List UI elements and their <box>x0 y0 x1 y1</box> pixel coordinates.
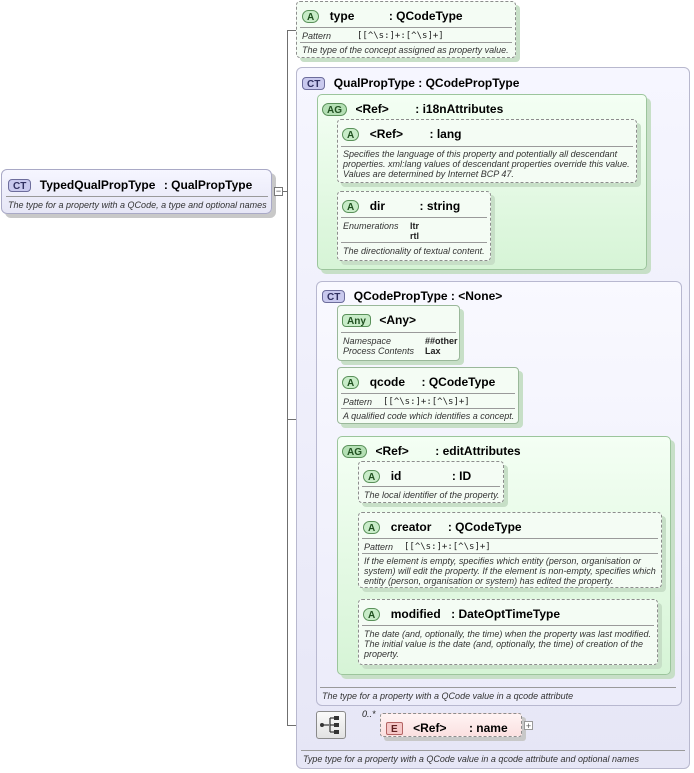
connector-seq-v <box>287 419 288 726</box>
attribute-description: The local identifier of the property. <box>364 490 500 500</box>
attribute-icon: A <box>363 608 381 621</box>
enum-value-rtl: rtl <box>410 231 419 241</box>
group-ref: <Ref> <box>375 444 409 458</box>
attribute-lang[interactable]: A <Ref> : lang Specifies the language of… <box>337 119 637 183</box>
attribute-group-icon: AG <box>322 103 347 116</box>
attribute-qcode[interactable]: A qcode : QCodeType Pattern [[^\s:]+:[^\… <box>337 367 519 424</box>
enum-value-ltr: ltr <box>410 221 419 231</box>
attribute-icon: A <box>342 376 360 389</box>
root-type-name: TypedQualPropType <box>39 178 156 192</box>
sequence-icon <box>320 716 339 734</box>
root-complex-type[interactable]: CT TypedQualPropType : QualPropType The … <box>1 169 272 214</box>
any-icon: Any <box>342 314 371 327</box>
attribute-datatype: : QCodeType <box>388 9 463 23</box>
qcodeprop-description: The type for a property with a QCode val… <box>322 691 574 701</box>
qualprop-description: Type type for a property with a QCode va… <box>303 754 640 764</box>
facet-value: [[^\s:]+:[^\s]+] <box>357 31 444 41</box>
group-name: : editAttributes <box>435 444 521 458</box>
element-type: : name <box>468 721 508 735</box>
attribute-name: qcode <box>369 375 406 389</box>
connector-type <box>287 30 297 31</box>
qualprop-title: QualPropType : QCodePropType <box>333 76 520 90</box>
process-contents-value: Lax <box>425 346 441 356</box>
attribute-id[interactable]: A id : ID The local identifier of the pr… <box>358 461 504 503</box>
attribute-ref: <Ref> <box>369 127 404 141</box>
attribute-icon: A <box>302 10 320 23</box>
attribute-datatype: : QCodeType <box>447 520 522 534</box>
attribute-name: creator <box>390 520 432 534</box>
namespace-value: ##other <box>425 336 458 346</box>
attribute-description: A qualified code which identifies a conc… <box>343 411 515 421</box>
namespace-label: Namespace <box>343 336 392 346</box>
enumerations-label: Enumerations <box>343 221 399 231</box>
root-description: The type for a property with a QCode, a … <box>8 200 267 210</box>
group-name: : i18nAttributes <box>415 102 504 116</box>
connector-qualprop <box>287 419 297 420</box>
attribute-datatype: : string <box>419 199 461 213</box>
element-name[interactable]: E <Ref> : name <box>380 713 522 737</box>
ct-icon: CT <box>8 179 32 192</box>
attribute-modified[interactable]: A modified : DateOptTimeType The date (a… <box>358 599 658 665</box>
attribute-icon: A <box>342 128 360 141</box>
root-base-type: : QualPropType <box>163 178 253 192</box>
attribute-description: The date (and, optionally, the time) whe… <box>364 629 651 659</box>
attribute-name: type <box>329 9 355 23</box>
ct-icon: CT <box>322 290 346 303</box>
expand-toggle[interactable]: + <box>524 721 533 731</box>
sequence-compositor[interactable] <box>316 711 346 739</box>
attribute-description: If the element is empty, specifies which… <box>364 556 656 586</box>
any-attribute[interactable]: Any <Any> Namespace ##other Process Cont… <box>337 305 460 361</box>
attribute-dir[interactable]: A dir : string Enumerations ltr rtl The … <box>337 191 491 261</box>
attribute-name: dir <box>369 199 386 213</box>
cardinality-label: 0..* <box>362 709 376 719</box>
attribute-datatype: : QCodeType <box>421 375 496 389</box>
qcodeprop-title: QCodePropType : <None> <box>353 289 503 303</box>
facet-label: Pattern <box>343 397 373 407</box>
connector-trunk <box>287 30 288 420</box>
attribute-description: The type of the concept assigned as prop… <box>302 45 509 55</box>
collapse-toggle[interactable]: − <box>274 186 283 196</box>
element-ref: <Ref> <box>413 721 447 735</box>
attribute-description: Specifies the language of this property … <box>343 149 630 179</box>
attribute-type[interactable]: A type : QCodeType Pattern [[^\s:]+:[^\s… <box>296 1 516 58</box>
facet-value: [[^\s:]+:[^\s]+] <box>404 542 491 552</box>
attribute-name: : lang <box>429 127 462 141</box>
facet-label: Pattern <box>364 542 394 552</box>
attribute-icon: A <box>363 470 381 483</box>
group-ref: <Ref> <box>355 102 389 116</box>
attribute-datatype: : ID <box>451 469 472 483</box>
ct-icon: CT <box>302 77 326 90</box>
process-contents-label: Process Contents <box>343 346 415 356</box>
any-name: <Any> <box>379 313 417 327</box>
attribute-name: id <box>390 469 402 483</box>
attribute-datatype: : DateOptTimeType <box>451 607 561 621</box>
attribute-description: The directionality of textual content. <box>343 246 485 256</box>
facet-value: [[^\s:]+:[^\s]+] <box>383 397 470 407</box>
attribute-creator[interactable]: A creator : QCodeType Pattern [[^\s:]+:[… <box>358 512 662 588</box>
element-icon: E <box>386 722 403 735</box>
attribute-icon: A <box>342 200 360 213</box>
attribute-icon: A <box>363 521 381 534</box>
attribute-group-icon: AG <box>342 445 367 458</box>
facet-label: Pattern <box>302 31 332 41</box>
attribute-name: modified <box>390 607 441 621</box>
